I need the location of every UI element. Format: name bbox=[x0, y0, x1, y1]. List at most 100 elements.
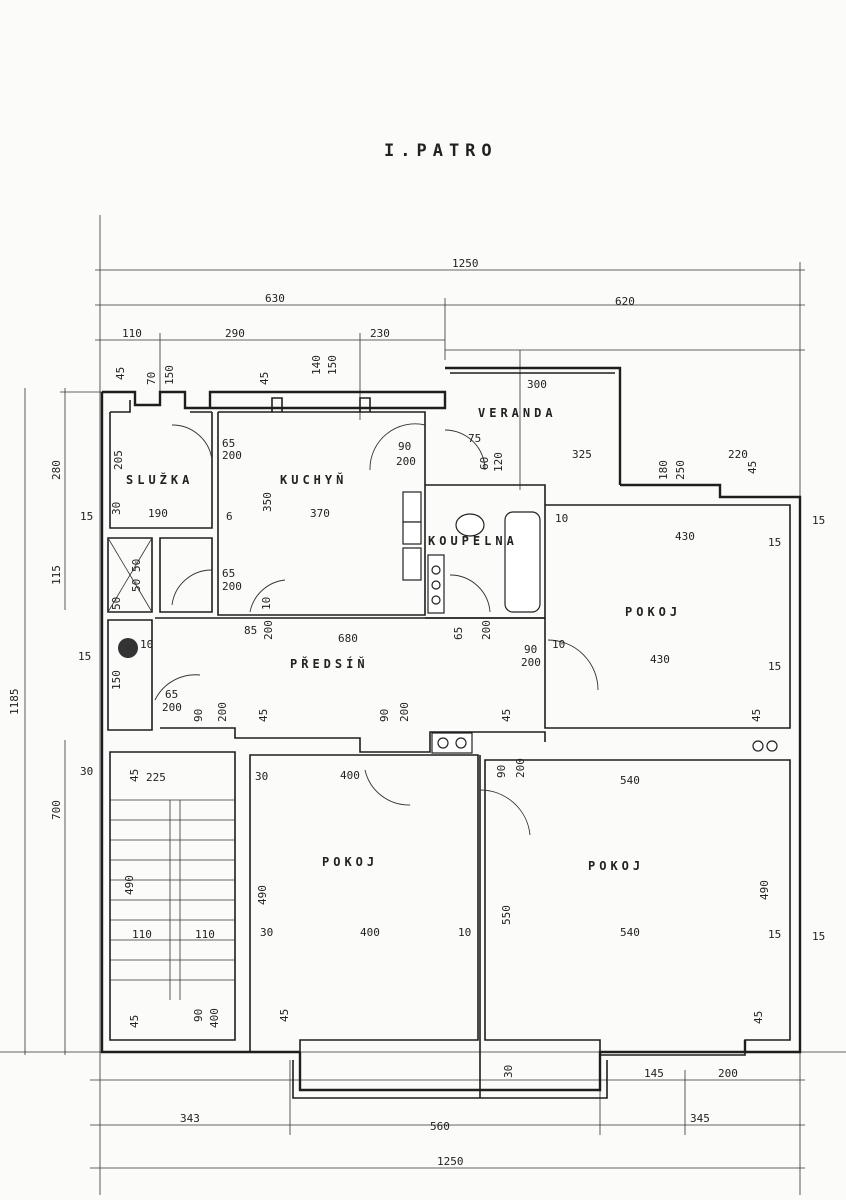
room-pokoj-sw: POKOJ bbox=[322, 855, 378, 869]
dim-se-490: 490 bbox=[758, 880, 771, 900]
dim-700: 700 bbox=[50, 800, 63, 820]
chimney-flues-right bbox=[752, 740, 764, 752]
dim-p-680: 680 bbox=[338, 632, 358, 645]
dim-sluzka-190: 190 bbox=[148, 507, 168, 520]
dim-pokoj-45: 45 bbox=[750, 709, 763, 722]
dim-bottom-343: 343 bbox=[180, 1112, 200, 1125]
dim-v-180: 180 bbox=[657, 460, 670, 480]
dim-d-90: 90 bbox=[398, 440, 411, 453]
interior-walls bbox=[107, 397, 791, 1098]
inner-dimensions: 205 190 30 65 200 65 200 350 370 45 70 1… bbox=[78, 355, 825, 1028]
dim-p-10b: 10 bbox=[552, 638, 565, 651]
dim-se-15a: 15 bbox=[768, 928, 781, 941]
dim-290: 290 bbox=[225, 327, 245, 340]
dim-s-150: 150 bbox=[110, 670, 123, 690]
room-pokoj-ne: POKOJ bbox=[625, 605, 681, 619]
dim-p-90a: 90 bbox=[524, 643, 537, 656]
dim-se-90: 90 bbox=[495, 765, 508, 778]
dim-220: 220 bbox=[728, 448, 748, 461]
dim-sw-400b: 400 bbox=[360, 926, 380, 939]
dim-v-60: 60 bbox=[478, 457, 491, 470]
dim-k-150b: 150 bbox=[326, 355, 339, 375]
counter bbox=[402, 547, 422, 581]
dim-s-50a: 50 bbox=[130, 559, 143, 572]
dim-110: 110 bbox=[122, 327, 142, 340]
dim-p-200f: 200 bbox=[398, 702, 411, 722]
dim-k-6: 6 bbox=[226, 510, 233, 523]
dim-left-30: 30 bbox=[80, 765, 93, 778]
dim-325: 325 bbox=[572, 448, 592, 461]
dim-p-200e: 200 bbox=[216, 702, 229, 722]
dim-p-45a: 45 bbox=[257, 709, 270, 722]
dim-st-110a: 110 bbox=[132, 928, 152, 941]
dim-p-65b: 65 bbox=[165, 688, 178, 701]
dim-pokoj-15a: 15 bbox=[768, 536, 781, 549]
dim-st-45a: 45 bbox=[128, 769, 141, 782]
room-veranda: VERANDA bbox=[478, 406, 557, 420]
chimney-stove bbox=[118, 638, 138, 658]
dim-s-50b: 50 bbox=[130, 579, 143, 592]
dim-st-490: 490 bbox=[123, 875, 136, 895]
dim-se-540b: 540 bbox=[620, 926, 640, 939]
dim-k-45: 45 bbox=[114, 367, 127, 380]
dim-115: 115 bbox=[50, 565, 63, 585]
room-sluzka: SLUŽKA bbox=[126, 472, 193, 487]
dim-kuchyn-350: 350 bbox=[261, 492, 274, 512]
dim-v-45: 45 bbox=[746, 461, 759, 474]
room-koupelna: KOUPELNA bbox=[428, 534, 518, 548]
dim-p-200c: 200 bbox=[521, 656, 541, 669]
plan-title: I.PATRO bbox=[384, 141, 498, 161]
dim-bottom-145: 145 bbox=[644, 1067, 664, 1080]
top-dimension-lines bbox=[95, 215, 805, 1195]
dim-se-540a: 540 bbox=[620, 774, 640, 787]
dim-pokoj-15c: 15 bbox=[812, 514, 825, 527]
bathtub bbox=[504, 511, 541, 613]
room-kuchyn: KUCHYŇ bbox=[280, 472, 347, 487]
sink-double bbox=[402, 491, 422, 523]
dim-k-70: 70 bbox=[145, 372, 158, 385]
dim-v-75: 75 bbox=[468, 432, 481, 445]
dim-p-45b: 45 bbox=[500, 709, 513, 722]
dim-pokoj-15b: 15 bbox=[768, 660, 781, 673]
dim-total-left: 1185 bbox=[8, 689, 21, 716]
dim-k-140: 140 bbox=[310, 355, 323, 375]
sink-second bbox=[402, 521, 422, 545]
dim-bottom-200: 200 bbox=[718, 1067, 738, 1080]
dim-620: 620 bbox=[615, 295, 635, 308]
dim-k-10: 10 bbox=[260, 597, 273, 610]
dim-sw-10: 10 bbox=[458, 926, 471, 939]
dim-k-150a: 150 bbox=[163, 365, 176, 385]
dim-p-90b: 90 bbox=[192, 709, 205, 722]
washbasin bbox=[455, 513, 485, 537]
dim-st-90: 90 bbox=[192, 1009, 205, 1022]
dim-sw-490: 490 bbox=[256, 885, 269, 905]
dim-bottom-30: 30 bbox=[502, 1065, 515, 1078]
dim-sw-400a: 400 bbox=[340, 769, 360, 782]
dim-se-200: 200 bbox=[514, 758, 527, 778]
dim-p-200b: 200 bbox=[480, 620, 493, 640]
dim-s-50c: 50 bbox=[110, 597, 123, 610]
dim-st-30: 30 bbox=[255, 770, 268, 783]
dim-st-45b: 45 bbox=[128, 1015, 141, 1028]
dim-se-45: 45 bbox=[752, 1011, 765, 1024]
dim-pokoj-430a: 430 bbox=[675, 530, 695, 543]
dim-st-400: 400 bbox=[208, 1008, 221, 1028]
dim-total-top: 1250 bbox=[452, 257, 479, 270]
room-predsin: PŘEDSÍŇ bbox=[290, 656, 369, 671]
dim-65-b: 65 bbox=[222, 567, 235, 580]
fixtures bbox=[118, 491, 778, 754]
dim-280: 280 bbox=[50, 460, 63, 480]
dim-pokoj-430b: 430 bbox=[650, 653, 670, 666]
dim-v-250: 250 bbox=[674, 460, 687, 480]
dim-k-45b: 45 bbox=[258, 372, 271, 385]
dim-p-85: 85 bbox=[244, 624, 257, 637]
dim-sw-45: 45 bbox=[278, 1009, 291, 1022]
door-swings bbox=[154, 423, 599, 836]
stair-treads bbox=[110, 799, 235, 981]
dim-st-110b: 110 bbox=[195, 928, 215, 941]
dim-se-15b: 15 bbox=[812, 930, 825, 943]
dim-v-120: 120 bbox=[492, 452, 505, 472]
dim-p-90c: 90 bbox=[378, 709, 391, 722]
dim-veranda-300: 300 bbox=[527, 378, 547, 391]
